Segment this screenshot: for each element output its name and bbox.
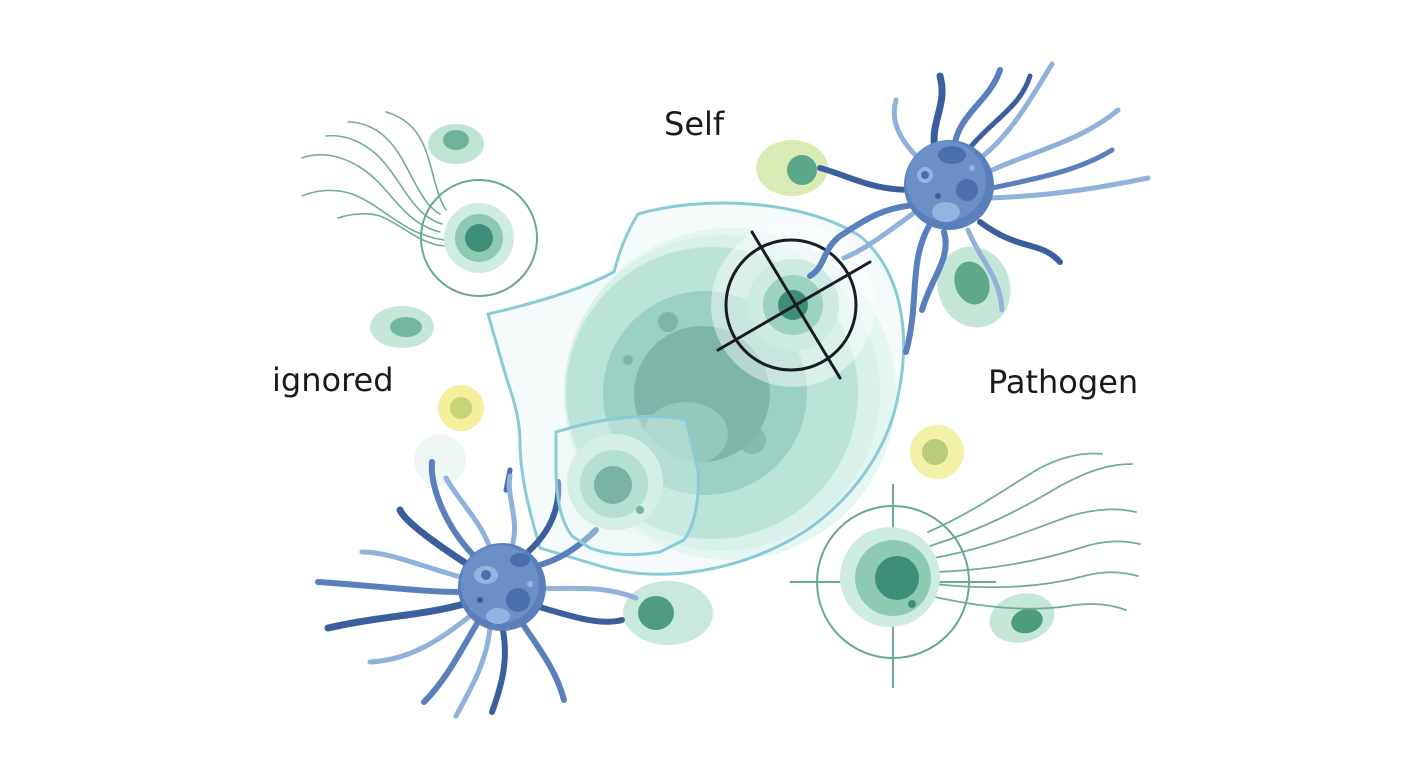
immune-cell-icon — [458, 543, 546, 631]
immune-cell-icon — [904, 140, 994, 230]
small-green-cell-icon — [370, 306, 434, 348]
ignored-wavy-lines — [301, 111, 447, 247]
immune-cell-upper-right — [807, 61, 1151, 355]
self-label: Self — [664, 105, 725, 143]
immune-tendrils — [315, 459, 639, 719]
targeted-self-cell-group — [711, 223, 875, 387]
scattered-cells — [370, 124, 1055, 645]
pathogen-icon — [840, 527, 940, 627]
shield-fragment-icon — [554, 414, 700, 557]
pathogen-label: Pathogen — [988, 363, 1139, 401]
immune-cell-lower-left — [315, 459, 639, 719]
pathogen-wavy-lines — [927, 452, 1141, 611]
yellow-cell-icon — [910, 425, 964, 479]
pathogen-target-group — [790, 452, 1141, 688]
faint-cell-icon — [414, 434, 466, 486]
yellow-cell-icon — [438, 385, 484, 431]
small-green-cell-icon — [937, 246, 1011, 328]
ignored-label: ignored — [272, 361, 394, 399]
immune-tendrils — [807, 61, 1151, 355]
captured-cell-group — [554, 414, 700, 557]
lime-cell-icon — [756, 140, 828, 196]
ignored-cell-icon — [444, 203, 514, 273]
small-green-cell-icon — [428, 124, 484, 164]
ignored-cell-group — [301, 111, 538, 297]
captured-cell-icon — [567, 434, 663, 530]
crosshair-target-icon — [716, 230, 872, 380]
small-green-cell-icon — [989, 593, 1055, 643]
small-green-cell-icon — [623, 581, 713, 645]
ignored-ring-icon — [420, 179, 538, 297]
